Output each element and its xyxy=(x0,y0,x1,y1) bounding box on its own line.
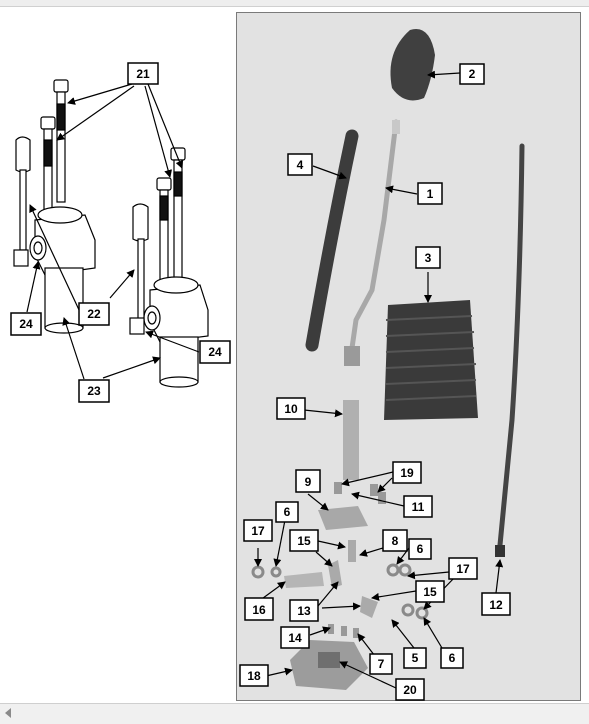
callout-21: 21 xyxy=(127,62,159,85)
callout-5-label: 5 xyxy=(412,651,419,665)
shift-lever-22-left xyxy=(15,136,31,251)
callout-19-label: 19 xyxy=(400,466,414,480)
callout-3: 3 xyxy=(415,246,441,269)
callout-16: 16 xyxy=(244,597,274,621)
callout-22: 22 xyxy=(78,302,110,326)
callout-2-label: 2 xyxy=(469,67,476,81)
callout-13: 13 xyxy=(289,599,319,622)
boot-ribs xyxy=(385,315,477,401)
rod-nut xyxy=(344,346,360,366)
callout-3-label: 3 xyxy=(425,251,432,265)
scroll-left-arrow-icon[interactable] xyxy=(5,708,11,718)
callout-15-lower: 15 xyxy=(415,580,445,603)
callout-21-label: 21 xyxy=(136,67,150,81)
callout-17-left-label: 17 xyxy=(251,524,265,538)
eye-bolt-part-15-lower xyxy=(360,596,378,618)
callout-10-label: 10 xyxy=(284,402,298,416)
callout-16-label: 16 xyxy=(252,603,266,617)
small-screws xyxy=(328,624,359,638)
shift-lever-22-right xyxy=(132,203,149,320)
bolt-21-right-a xyxy=(170,147,186,279)
housing-right xyxy=(143,276,209,388)
callout-1-label: 1 xyxy=(427,187,434,201)
callout-4: 4 xyxy=(287,153,313,176)
bolt-21-right-b xyxy=(156,177,172,281)
washers xyxy=(251,563,429,620)
callout-10: 10 xyxy=(276,397,306,420)
callout-12-label: 12 xyxy=(489,598,503,612)
lever-shaft-part-10 xyxy=(343,400,359,480)
rod-tip xyxy=(392,120,400,134)
callout-18-label: 18 xyxy=(247,669,261,683)
callout-14-label: 14 xyxy=(288,631,302,645)
mounting-plate-part-9 xyxy=(318,506,368,530)
bolt-21-left-b xyxy=(40,116,56,215)
callout-23-label: 23 xyxy=(87,384,101,398)
tube-part-16 xyxy=(284,572,324,588)
callout-13-label: 13 xyxy=(297,604,311,618)
callout-6-c: 6 xyxy=(440,647,464,669)
nut-24-left xyxy=(13,249,29,267)
callout-24-left: 24 xyxy=(10,312,42,336)
callout-18: 18 xyxy=(239,664,269,687)
callout-24-right: 24 xyxy=(199,340,231,364)
callout-5: 5 xyxy=(403,647,427,669)
small-bolts-19 xyxy=(334,482,386,504)
callout-17-right: 17 xyxy=(448,557,478,580)
rubber-boot-part-3 xyxy=(384,300,478,420)
callout-7: 7 xyxy=(369,653,393,675)
callout-12: 12 xyxy=(481,592,511,616)
rubber-sleeve-part-4 xyxy=(305,129,359,352)
callout-24-right-label: 24 xyxy=(208,345,222,359)
nut-24-right xyxy=(129,317,145,335)
callout-11-label: 11 xyxy=(412,500,425,514)
callout-15-lower-label: 15 xyxy=(423,585,437,599)
callout-14: 14 xyxy=(280,626,310,649)
callout-7-label: 7 xyxy=(378,657,385,671)
knob-part-2 xyxy=(390,29,435,101)
callout-6-a-label: 6 xyxy=(284,505,291,519)
callout-9-label: 9 xyxy=(305,475,312,489)
callout-19: 19 xyxy=(392,461,422,484)
callout-17-left: 17 xyxy=(243,519,273,542)
callout-17-right-label: 17 xyxy=(456,562,470,576)
cable-tie-head xyxy=(495,545,505,557)
top-scroll-strip xyxy=(0,0,589,7)
callout-20-label: 20 xyxy=(403,683,417,697)
callout-6-b: 6 xyxy=(408,538,432,560)
callout-22-label: 22 xyxy=(87,307,101,321)
bolt-21-left-a xyxy=(53,79,69,203)
callout-24-left-label: 24 xyxy=(19,317,33,331)
horizontal-scrollbar[interactable] xyxy=(0,703,589,724)
callout-8-label: 8 xyxy=(392,534,399,548)
callout-15-upper-label: 15 xyxy=(297,534,311,548)
callout-2: 2 xyxy=(459,63,485,85)
callout-11: 11 xyxy=(403,495,433,518)
eye-bolt-part-15-upper xyxy=(328,560,342,588)
callout-8: 8 xyxy=(382,529,408,552)
pivot-pin-part-8 xyxy=(348,540,356,562)
callout-6-c-label: 6 xyxy=(449,651,456,665)
callout-15-upper: 15 xyxy=(289,529,319,552)
base-casting-slot xyxy=(318,652,340,668)
photo-parts xyxy=(251,29,525,690)
cable-tie-part-12 xyxy=(497,143,525,548)
callout-6-a: 6 xyxy=(275,501,299,523)
callout-9: 9 xyxy=(295,469,321,493)
callout-23: 23 xyxy=(78,379,110,403)
callout-1: 1 xyxy=(417,182,443,205)
callout-6-b-label: 6 xyxy=(417,542,424,556)
callouts: 21 22 23 24 24 2 4 1 3 10 19 9 11 17 6 1… xyxy=(10,62,511,701)
callout-4-label: 4 xyxy=(297,158,304,172)
callout-20: 20 xyxy=(395,678,425,701)
